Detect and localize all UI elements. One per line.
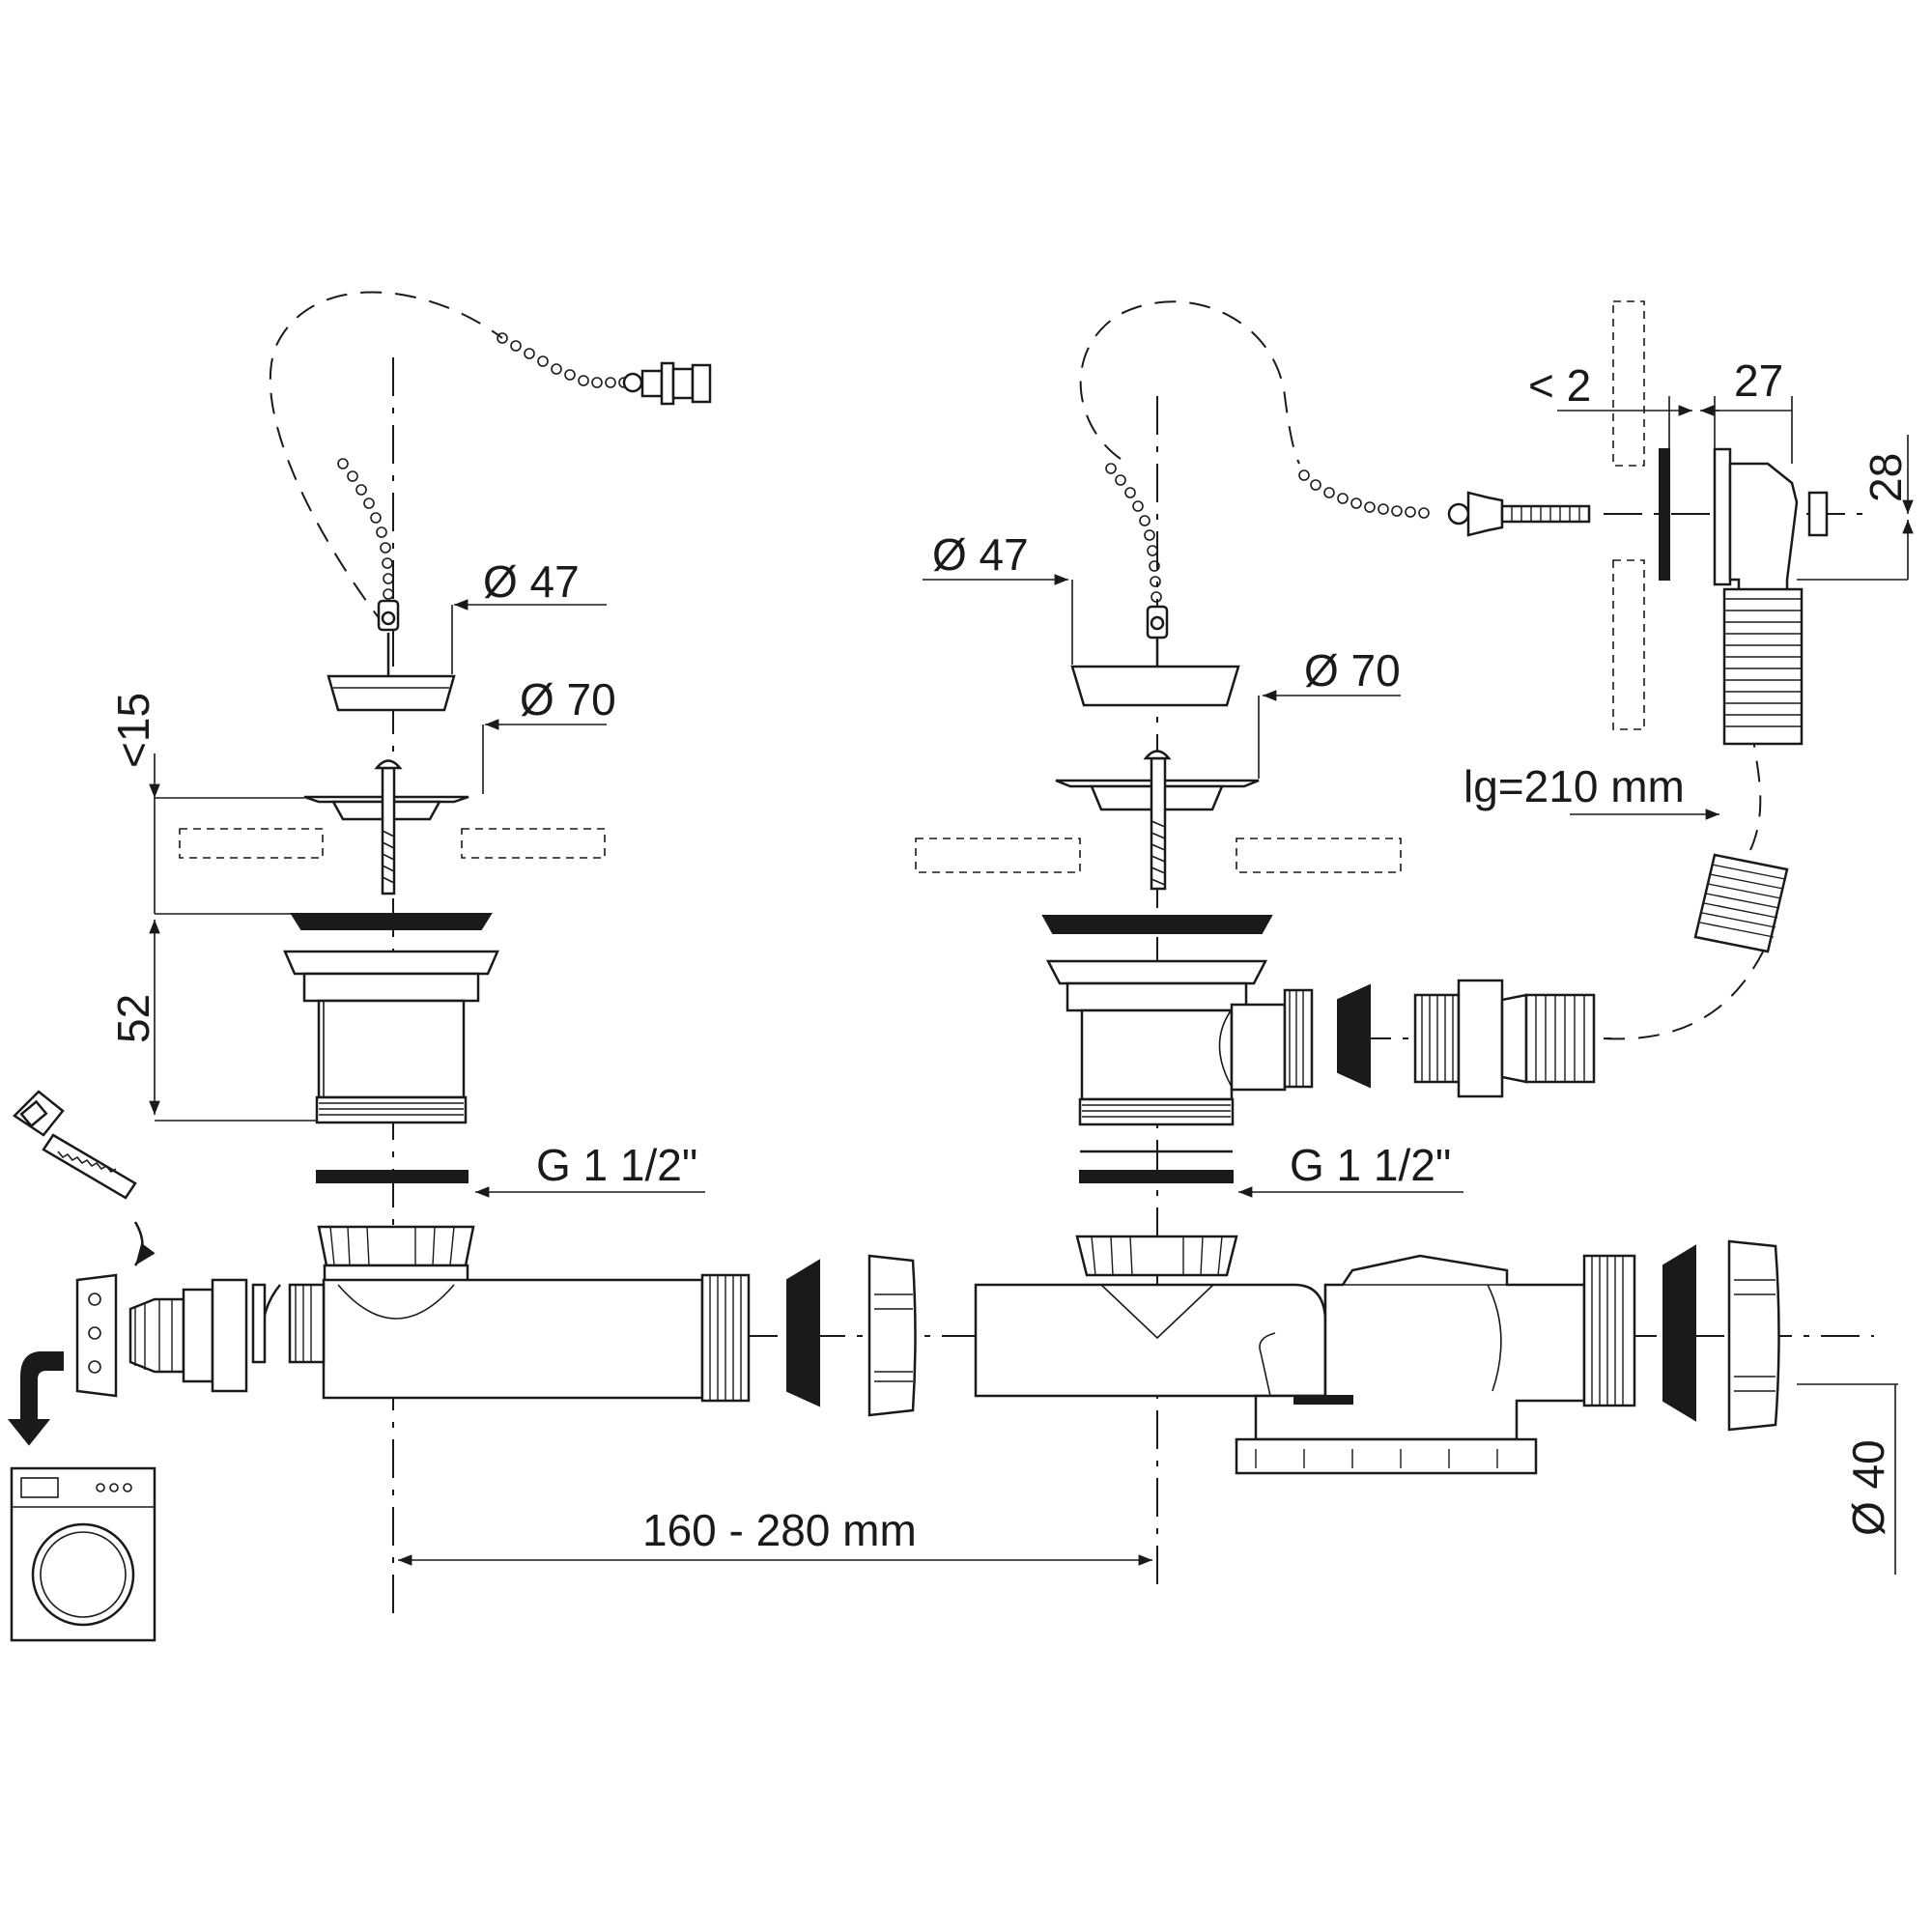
left-thread-label: G 1 1/2" xyxy=(536,1140,697,1190)
left-pipe xyxy=(288,1225,751,1403)
bottom-dimension-lines xyxy=(398,1383,1898,1575)
left-dimension-lines xyxy=(149,599,705,1198)
overflow-lt2-label: < 2 xyxy=(1528,360,1591,411)
left-chain xyxy=(269,291,712,632)
overflow-screw xyxy=(1447,491,1591,537)
washer-hose-connector xyxy=(75,1273,281,1398)
right-thread-label: G 1 1/2" xyxy=(1290,1140,1451,1190)
overflow-fitting xyxy=(1612,300,1829,746)
saw-icon xyxy=(13,1090,137,1200)
left-chain-clip xyxy=(377,599,400,632)
washing-machine-icon xyxy=(10,1466,156,1642)
right-drain-body xyxy=(1041,915,1314,1183)
hose-length-label: lg=210 mm xyxy=(1463,761,1685,811)
overflow-hose-connector xyxy=(1337,941,1769,1098)
pipe-diameter-label: Ø 40 xyxy=(1843,1439,1893,1536)
left-lt15-label: <15 xyxy=(108,693,158,768)
right-sink-outline xyxy=(915,838,1402,873)
left-52-label: 52 xyxy=(108,994,158,1043)
right-plug xyxy=(1070,638,1240,707)
drain-arrow-icon xyxy=(7,1351,64,1446)
overflow-dimension-lines xyxy=(1557,396,1914,820)
left-sink-outline xyxy=(179,828,606,859)
overflow-28-label: 28 xyxy=(1861,453,1911,502)
spacing-label: 160 - 280 mm xyxy=(642,1505,917,1555)
right-chain-clip xyxy=(1146,605,1169,639)
left-drain-body xyxy=(283,913,499,1183)
left-chain-anchor-icon xyxy=(622,361,712,406)
left-d47-label: Ø 47 xyxy=(483,556,580,607)
right-d47-label: Ø 47 xyxy=(932,529,1029,580)
right-chain-beads xyxy=(1105,463,1430,603)
right-pipe xyxy=(974,1235,1327,1398)
right-dimension-lines xyxy=(923,574,1463,1198)
right-chain xyxy=(1079,300,1430,639)
right-end-seal xyxy=(1662,1239,1780,1432)
bottle-trap xyxy=(1235,1254,1636,1475)
left-chain-beads xyxy=(337,332,630,600)
left-end-seal xyxy=(786,1254,917,1417)
overflow-27-label: 27 xyxy=(1734,355,1783,406)
left-plug xyxy=(327,633,456,712)
overflow-hose-segment xyxy=(1693,738,1789,953)
left-d70-label: Ø 70 xyxy=(520,674,616,724)
right-strainer xyxy=(1055,750,1260,891)
left-strainer xyxy=(303,759,469,895)
curved-arrow-icon xyxy=(133,1221,156,1266)
right-d70-label: Ø 70 xyxy=(1304,645,1401,696)
